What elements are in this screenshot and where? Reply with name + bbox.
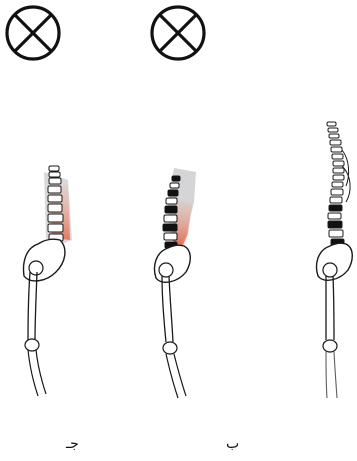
skeleton-middle	[155, 168, 197, 398]
cross-circle-icon-left	[7, 7, 59, 59]
pelvis-middle	[155, 245, 191, 282]
cross-circle-icon-middle	[152, 7, 204, 59]
skeleton-right	[317, 122, 353, 398]
spine-right	[327, 122, 344, 245]
skeleton-left	[24, 166, 72, 396]
panel-caption-middle: ب	[226, 436, 239, 452]
tibia-right	[326, 352, 337, 398]
femur-middle	[162, 276, 173, 342]
femur-left	[28, 272, 37, 340]
tibia-left	[28, 350, 46, 396]
spine-middle	[163, 176, 180, 248]
panel-caption-left: جـ	[66, 436, 79, 452]
tibia-middle	[166, 354, 186, 398]
femur-right	[326, 276, 334, 340]
